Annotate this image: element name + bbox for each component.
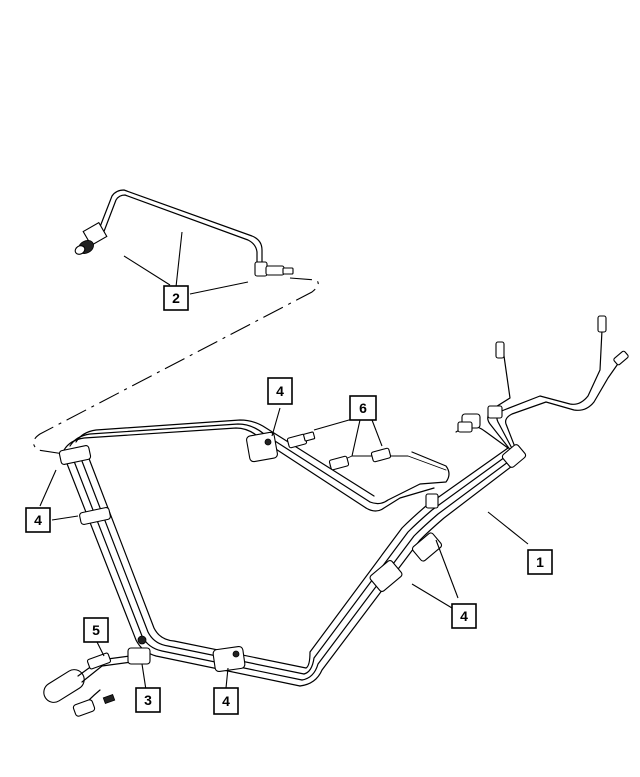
- tube-nut-top-center: [286, 431, 316, 449]
- tube-nut-clip-left: [328, 455, 350, 471]
- retainer-clip-top: [246, 431, 278, 463]
- callout-5: 5: [83, 617, 109, 643]
- callout-1: 1: [527, 549, 553, 575]
- leader-lines: [39, 231, 529, 691]
- callout-4-top: 4: [267, 377, 293, 405]
- callout-6-label: 6: [359, 400, 367, 416]
- callout-6: 6: [349, 395, 377, 421]
- callout-4-top-label: 4: [276, 383, 284, 399]
- upper-tube-fitting-right: [254, 261, 294, 277]
- tube-nut-right-a: [495, 341, 505, 359]
- bracket-assembly: [72, 635, 151, 717]
- upper-tube-fitting-left: [74, 221, 108, 255]
- tube-nut-clip-right: [370, 447, 392, 463]
- retainer-clip-right-upper: [411, 532, 443, 562]
- callout-2-label: 2: [172, 290, 180, 306]
- callout-4-bottom-label: 4: [222, 693, 230, 709]
- callout-4-right-label: 4: [460, 608, 468, 624]
- tube-nut-right-d: [457, 421, 473, 433]
- retainer-clip-bottom: [212, 645, 246, 673]
- callout-3-label: 3: [144, 692, 152, 708]
- callout-3: 3: [135, 687, 161, 713]
- tube-nut-loop: [425, 493, 439, 509]
- retainer-clip-upper-left: [58, 445, 92, 465]
- callout-4-left: 4: [25, 507, 51, 533]
- upper-brake-tube: [74, 189, 294, 277]
- tube-nut-right-c: [613, 350, 629, 366]
- callout-5-label: 5: [92, 622, 100, 638]
- routing-dashed-line: [32, 277, 319, 455]
- retainer-clip-right-lower: [369, 560, 403, 592]
- retainer-clip-left: [79, 507, 111, 525]
- tube-nut-right-b: [597, 315, 607, 333]
- callout-1-label: 1: [536, 554, 544, 570]
- retainer-clip-far-right: [461, 405, 527, 468]
- callout-4-bottom: 4: [213, 687, 239, 715]
- callout-2: 2: [163, 285, 189, 311]
- callout-4-left-label: 4: [34, 512, 42, 528]
- callout-4-right: 4: [451, 603, 477, 629]
- main-brake-tube-bundle: [63, 329, 623, 687]
